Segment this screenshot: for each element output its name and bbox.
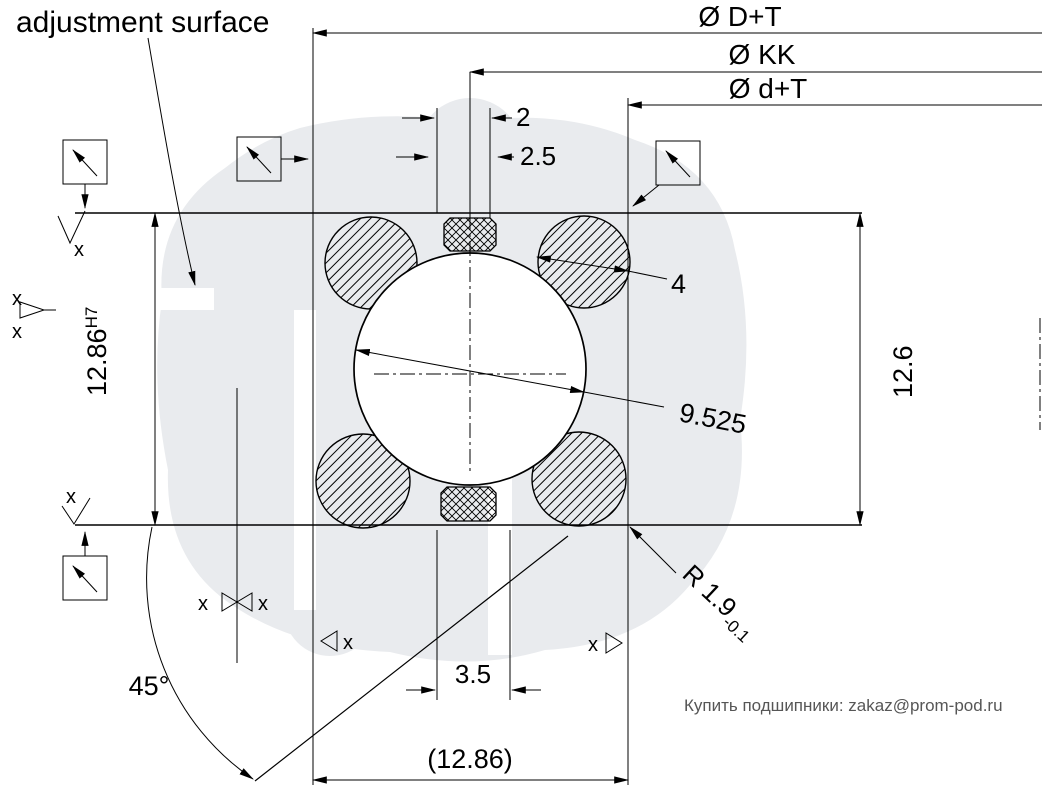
surface-finish-box-top-left (62, 139, 108, 210)
spacer-section-bottom (440, 486, 497, 522)
surface-finish-box-bottom-left (62, 530, 108, 601)
dimension-4: 4 (535, 255, 686, 299)
roughness-mark: x (12, 288, 22, 310)
dimension-45-deg: 45° (129, 526, 254, 780)
surface-finish-box-top-right (632, 140, 701, 207)
roughness-symbol-groove-left: x (320, 630, 353, 654)
dim-label-total-width: (12.86) (427, 744, 513, 774)
dimension-dia-dT: Ø d+T (626, 73, 1042, 109)
roughness-mark: x (343, 632, 353, 654)
dimension-dia-KK: Ø KK (468, 39, 1042, 76)
roughness-mark: x (258, 593, 268, 615)
dim-label-dia-dT: Ø d+T (729, 73, 808, 104)
dimension-total-width: (12.86) (311, 744, 630, 784)
roughness-mark: x (74, 239, 84, 261)
extension-lines (236, 28, 629, 785)
dim-label-2-5: 2.5 (520, 141, 556, 171)
dim-label-12-6: 12.6 (888, 345, 918, 398)
dim-label-45-deg: 45° (129, 671, 170, 701)
dimension-12-6: 12.6 (856, 211, 918, 527)
roughness-symbol-left: x x (12, 288, 56, 343)
contact-angle-line (254, 535, 569, 782)
dimension-12-86-H7: 12.86H7 (82, 211, 159, 527)
dimension-2-5: 2.5 (396, 141, 556, 171)
dim-label-radius: R 1.9-0.1 (673, 558, 764, 646)
dim-label-12-86-H7: 12.86H7 (82, 307, 112, 396)
adjustment-surface-callout: adjustment surface (16, 6, 269, 287)
dim-label-3-5: 3.5 (455, 659, 491, 689)
raceway-circle-bottom-right (531, 431, 627, 527)
profile-outline (75, 212, 862, 526)
adjustment-surface-label: adjustment surface (16, 6, 269, 39)
dim-label-dia-KK: Ø KK (729, 39, 796, 70)
roughness-mark: x (198, 593, 208, 615)
dimension-dia-DT: Ø D+T (311, 1, 1042, 37)
dimension-9-525: 9.525 (354, 348, 749, 440)
roughness-mark: x (66, 486, 76, 508)
datum-bowtie-symbol: x x (198, 592, 268, 615)
surface-finish-box-top-mid (236, 136, 310, 182)
dim-label-2: 2 (516, 102, 530, 132)
roughness-mark: x (12, 321, 22, 343)
raceway-circle-bottom-left (315, 433, 411, 529)
roughness-symbol-groove-right: x (588, 632, 623, 656)
roughness-mark: x (588, 634, 598, 656)
roughness-symbol-top-left: x (57, 210, 86, 261)
dim-label-dia-DT: Ø D+T (698, 1, 781, 32)
seller-contact-text: Купить подшипники: zakaz@prom-pod.ru (684, 696, 1003, 715)
dimension-2: 2 (402, 102, 530, 132)
roughness-symbol-bottom-left: x (61, 486, 91, 525)
dimension-3-5: 3.5 (406, 659, 541, 694)
dim-label-4: 4 (671, 269, 686, 299)
